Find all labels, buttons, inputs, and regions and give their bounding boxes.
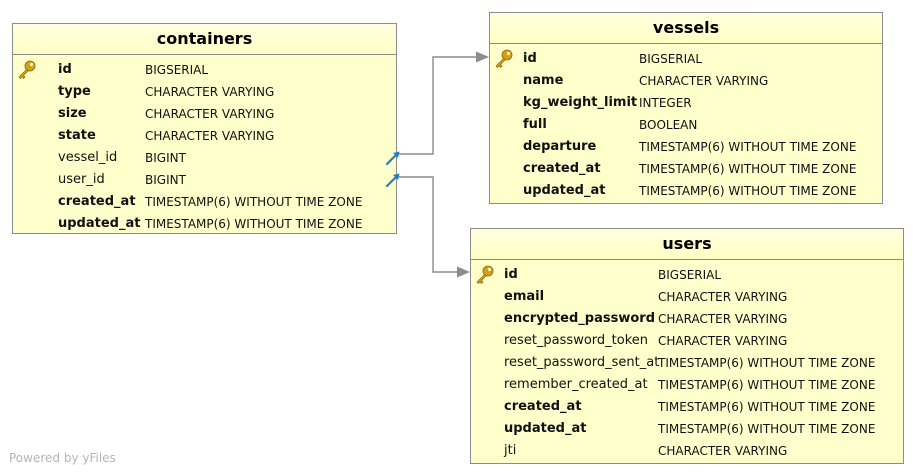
field-type: BIGSERIAL xyxy=(639,52,703,66)
field-type: BIGSERIAL xyxy=(145,63,209,77)
field-type: TIMESTAMP(6) WITHOUT TIME ZONE xyxy=(639,184,857,198)
field-type: TIMESTAMP(6) WITHOUT TIME ZONE xyxy=(658,378,876,392)
field-row[interactable]: created_at TIMESTAMP(6) WITHOUT TIME ZONE xyxy=(471,396,903,418)
field-type: TIMESTAMP(6) WITHOUT TIME ZONE xyxy=(658,400,876,414)
field-name: id xyxy=(523,51,537,66)
field-row[interactable]: updated_at TIMESTAMP(6) WITHOUT TIME ZONE xyxy=(471,418,903,440)
entity-vessels[interactable]: vessels id BIGSERIAL name CHARACTER VARYING… xyxy=(489,12,883,204)
field-type: CHARACTER VARYING xyxy=(658,334,788,348)
field-name: updated_at xyxy=(58,216,141,231)
field-row[interactable]: state CHARACTER VARYING xyxy=(13,125,396,147)
key-icon xyxy=(16,60,38,80)
field-name: kg_weight_limit xyxy=(523,95,638,110)
field-row[interactable]: user_id BIGINT xyxy=(13,169,400,191)
key-icon xyxy=(474,265,496,285)
field-row[interactable]: departure TIMESTAMP(6) WITHOUT TIME ZONE xyxy=(490,136,882,158)
field-name: email xyxy=(504,289,545,304)
fk-arrow-icon xyxy=(385,172,401,188)
field-row[interactable]: size CHARACTER VARYING xyxy=(13,103,396,125)
edge-containers-vessel-id-to-vessels[interactable] xyxy=(397,56,478,155)
field-row[interactable]: type CHARACTER VARYING xyxy=(13,81,396,103)
field-name: jti xyxy=(504,443,517,458)
field-name: updated_at xyxy=(504,421,587,436)
field-type: CHARACTER VARYING xyxy=(658,444,788,458)
entity-title: users xyxy=(471,229,903,260)
field-name: vessel_id xyxy=(58,150,118,165)
field-type: TIMESTAMP(6) WITHOUT TIME ZONE xyxy=(639,140,857,154)
field-type: CHARACTER VARYING xyxy=(145,129,275,143)
field-type: CHARACTER VARYING xyxy=(145,85,275,99)
entity-title: vessels xyxy=(490,13,882,44)
field-name: reset_password_token xyxy=(504,333,648,348)
entity-title: containers xyxy=(13,24,396,55)
field-row[interactable]: updated_at TIMESTAMP(6) WITHOUT TIME ZONE xyxy=(13,213,396,235)
field-name: updated_at xyxy=(523,183,606,198)
field-type: BOOLEAN xyxy=(639,118,698,132)
field-name: name xyxy=(523,73,564,88)
watermark: Powered by yFiles xyxy=(9,451,116,465)
field-row[interactable]: email CHARACTER VARYING xyxy=(471,286,903,308)
field-row[interactable]: id BIGSERIAL xyxy=(490,48,882,70)
field-type: TIMESTAMP(6) WITHOUT TIME ZONE xyxy=(658,356,876,370)
field-name: id xyxy=(58,62,72,77)
field-name: type xyxy=(58,84,91,99)
field-name: created_at xyxy=(58,194,136,209)
field-name: reset_password_sent_at xyxy=(504,355,660,370)
field-name: state xyxy=(58,128,96,143)
field-row[interactable]: created_at TIMESTAMP(6) WITHOUT TIME ZONE xyxy=(13,191,396,213)
field-name: created_at xyxy=(504,399,582,414)
field-name: encrypted_password xyxy=(504,311,656,326)
field-row[interactable]: jti CHARACTER VARYING xyxy=(471,440,903,462)
field-name: remember_created_at xyxy=(504,377,648,392)
field-row[interactable]: vessel_id BIGINT xyxy=(13,147,400,169)
field-row[interactable]: remember_created_at TIMESTAMP(6) WITHOUT … xyxy=(471,374,903,396)
field-name: size xyxy=(58,106,87,121)
field-row[interactable]: name CHARACTER VARYING xyxy=(490,70,882,92)
field-name: id xyxy=(504,267,518,282)
field-type: BIGINT xyxy=(145,151,186,165)
edge-arrowhead-vessels xyxy=(476,51,489,63)
field-name: created_at xyxy=(523,161,601,176)
field-type: CHARACTER VARYING xyxy=(658,290,788,304)
field-type: CHARACTER VARYING xyxy=(658,312,788,326)
field-type: CHARACTER VARYING xyxy=(639,74,769,88)
field-row[interactable]: created_at TIMESTAMP(6) WITHOUT TIME ZONE xyxy=(490,158,882,180)
field-name: user_id xyxy=(58,172,105,187)
fk-arrow-icon xyxy=(385,150,401,166)
field-name: full xyxy=(523,117,547,132)
field-type: TIMESTAMP(6) WITHOUT TIME ZONE xyxy=(658,422,876,436)
field-type: CHARACTER VARYING xyxy=(145,107,275,121)
field-row[interactable]: id BIGSERIAL xyxy=(13,59,396,81)
field-row[interactable]: updated_at TIMESTAMP(6) WITHOUT TIME ZONE xyxy=(490,180,882,202)
field-row[interactable]: full BOOLEAN xyxy=(490,114,882,136)
edge-containers-user-id-to-users[interactable] xyxy=(397,176,459,273)
key-icon xyxy=(493,49,515,69)
field-type: INTEGER xyxy=(639,96,692,110)
field-type: TIMESTAMP(6) WITHOUT TIME ZONE xyxy=(639,162,857,176)
field-type: BIGINT xyxy=(145,173,186,187)
field-type: BIGSERIAL xyxy=(658,268,722,282)
field-type: TIMESTAMP(6) WITHOUT TIME ZONE xyxy=(145,195,363,209)
field-name: departure xyxy=(523,139,597,154)
field-row[interactable]: id BIGSERIAL xyxy=(471,264,903,286)
field-row[interactable]: reset_password_token CHARACTER VARYING xyxy=(471,330,903,352)
field-type: TIMESTAMP(6) WITHOUT TIME ZONE xyxy=(145,217,363,231)
edge-arrowhead-users xyxy=(457,266,470,278)
